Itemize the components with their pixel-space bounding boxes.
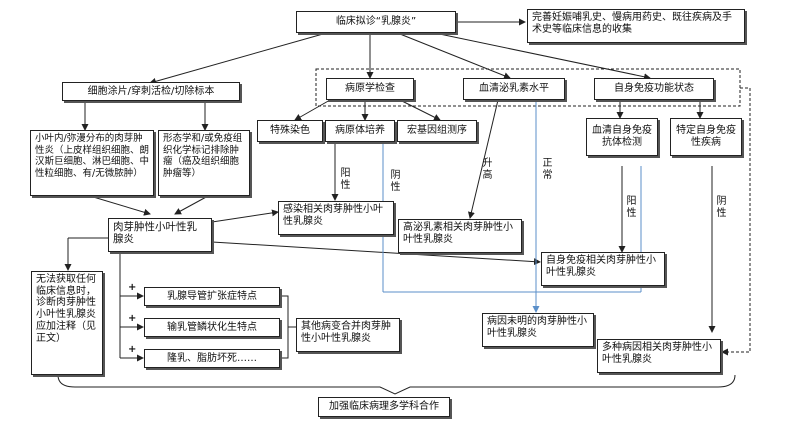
specific-disease-box: 特定自身免疫性疾病 [670,118,742,156]
prolactin-box: 血清泌乳素水平 [463,78,565,100]
label-elevated: 升高 [482,158,493,181]
no-clinical-info-box: 无法获取任何临床信息时，诊断肉芽肿性小叶性乳腺炎应加注释（见正文） [31,271,103,375]
lobular-inflammation-box: 小叶内/弥漫分布的肉芽肿性炎（上皮样组织细胞、朗汉斯巨细胞、淋巴细胞、中性粒细胞… [30,130,154,196]
ngs-box: 宏基因组测序 [397,120,477,142]
clinical-diagnosis-box: 临床拟诊“乳腺炎” [296,11,456,33]
autoimmune-status-box: 自身免疫功能状态 [594,78,714,100]
culture-box: 病原体培养 [325,120,395,142]
clinical-history-box: 完善妊娠哺乳史、慢病用药史、既往疾病及手术史等临床信息的收集 [527,9,745,43]
label-positive-infection: 阳性 [340,168,351,191]
infection-gm-box: 感染相关肉芽肿性小叶性乳腺炎 [278,201,394,235]
multi-cause-gm-box: 多种病因相关肉芽肿性小叶性乳腺炎 [597,339,721,373]
label-negative-pathogen: 阴性 [390,170,401,193]
pathogen-exam-box: 病原学检查 [326,78,414,100]
autoimmune-gm-box: 自身免疫相关肉芽肿性小叶性乳腺炎 [541,252,665,286]
other-features-box: 隆乳、脂肪坏死…… [144,349,280,368]
duct-ectasia-box: 乳腺导管扩张症特点 [144,287,280,306]
combined-lesion-box: 其他病变合并肉芽肿性小叶性乳腺炎 [296,318,400,352]
plus-sign-1: + [128,282,137,293]
label-positive-auto: 阳性 [626,196,637,219]
gm-box: 肉芽肿性小叶性乳腺炎 [108,218,212,252]
plus-sign-3: + [128,344,137,355]
plus-sign-2: + [128,313,137,324]
label-negative-auto: 阴性 [716,196,727,219]
specimen-box: 细胞涂片/穿刺活检/切除标本 [62,82,240,101]
antibody-test-box: 血清自身免疫抗体检测 [586,118,658,156]
unknown-cause-gm-box: 病因未明的肉芽肿性小叶性乳腺炎 [482,313,594,347]
squamous-metaplasia-box: 输乳管鳞状化生特点 [144,318,280,337]
mdt-box: 加强临床病理多学科合作 [318,397,450,417]
hyperprolactin-gm-box: 高泌乳素相关肉芽肿性小叶性乳腺炎 [398,219,522,253]
tumor-exclusion-box: 形态学和/或免疫组织化学标记排除肿瘤（癌及组织细胞肿瘤等） [158,130,250,196]
label-normal: 正常 [542,158,553,181]
special-stain-box: 特殊染色 [257,120,323,142]
